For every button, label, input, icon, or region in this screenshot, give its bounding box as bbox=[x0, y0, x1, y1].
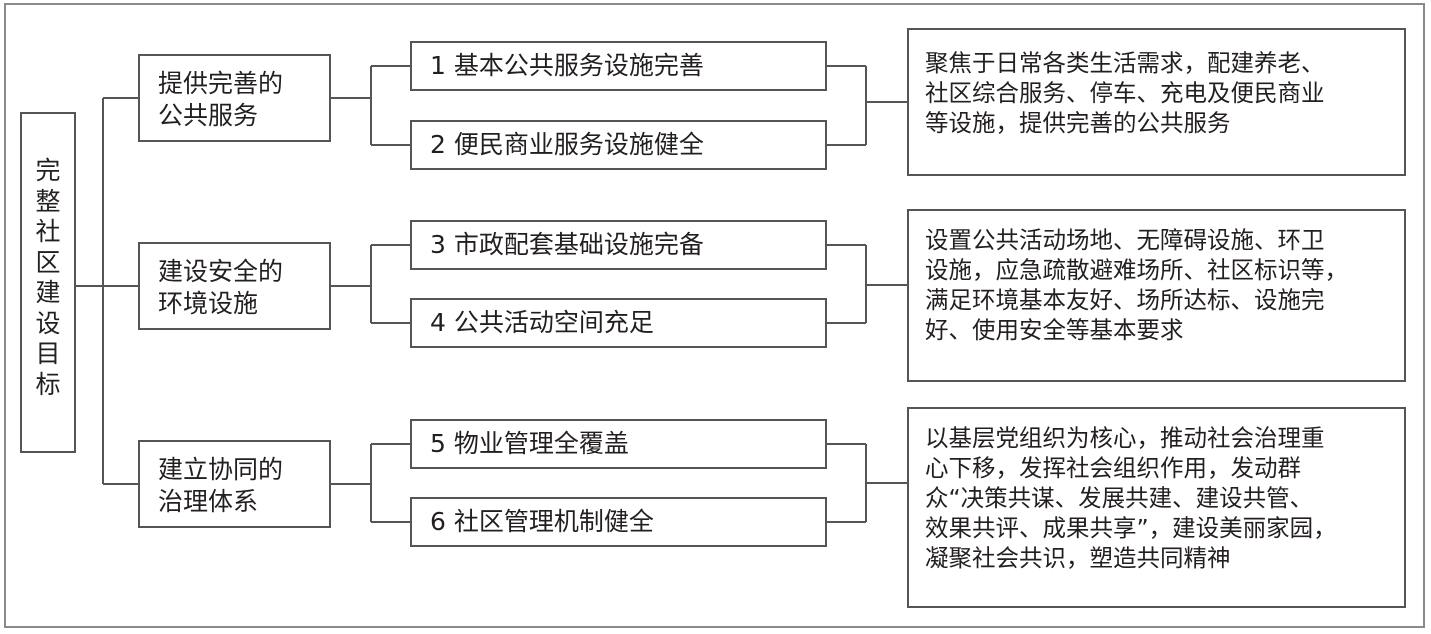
category-box-governance-system: 建立协同的治理体系 bbox=[138, 440, 331, 528]
category-label: 建立协同的治理体系 bbox=[158, 455, 284, 516]
root-goal-label: 完 整 社 区 建 设 目 标 bbox=[35, 156, 61, 399]
item-label: 1 基本公共服务设施完善 bbox=[430, 51, 704, 80]
description-box-2: 设置公共活动场地、无障碍设施、环卫 设施，应急疏散避难场所、社区标识等， 满足环… bbox=[907, 209, 1406, 382]
item-box-3: 3 市政配套基础设施完备 bbox=[410, 220, 827, 270]
item-box-4: 4 公共活动空间充足 bbox=[410, 298, 827, 348]
category-label: 建设安全的环境设施 bbox=[158, 257, 284, 318]
item-label: 4 公共活动空间充足 bbox=[430, 308, 654, 337]
category-label: 提供完善的公共服务 bbox=[158, 69, 284, 130]
description-box-1: 聚焦于日常各类生活需求，配建养老、 社区综合服务、停车、充电及便民商业 等设施，… bbox=[907, 28, 1406, 176]
item-label: 5 物业管理全覆盖 bbox=[430, 429, 629, 458]
category-box-environment-facilities: 建设安全的环境设施 bbox=[138, 242, 331, 330]
description-text: 设置公共活动场地、无障碍设施、环卫 设施，应急疏散避难场所、社区标识等， 满足环… bbox=[925, 226, 1348, 344]
item-label: 3 市政配套基础设施完备 bbox=[430, 230, 704, 259]
item-box-6: 6 社区管理机制健全 bbox=[410, 497, 827, 547]
description-box-3: 以基层党组织为核心，推动社会治理重 心下移，发挥社会组织作用，发动群 众“决策共… bbox=[907, 407, 1406, 608]
category-box-public-services: 提供完善的公共服务 bbox=[138, 54, 331, 142]
item-label: 6 社区管理机制健全 bbox=[430, 507, 654, 536]
description-text: 聚焦于日常各类生活需求，配建养老、 社区综合服务、停车、充电及便民商业 等设施，… bbox=[925, 49, 1325, 137]
item-box-2: 2 便民商业服务设施健全 bbox=[410, 120, 827, 170]
item-box-1: 1 基本公共服务设施完善 bbox=[410, 41, 827, 91]
description-text: 以基层党组织为核心，推动社会治理重 心下移，发挥社会组织作用，发动群 众“决策共… bbox=[925, 424, 1337, 572]
diagram-frame bbox=[4, 3, 1425, 628]
root-goal-box: 完 整 社 区 建 设 目 标 bbox=[20, 112, 76, 453]
item-box-5: 5 物业管理全覆盖 bbox=[410, 419, 827, 469]
item-label: 2 便民商业服务设施健全 bbox=[430, 130, 704, 159]
